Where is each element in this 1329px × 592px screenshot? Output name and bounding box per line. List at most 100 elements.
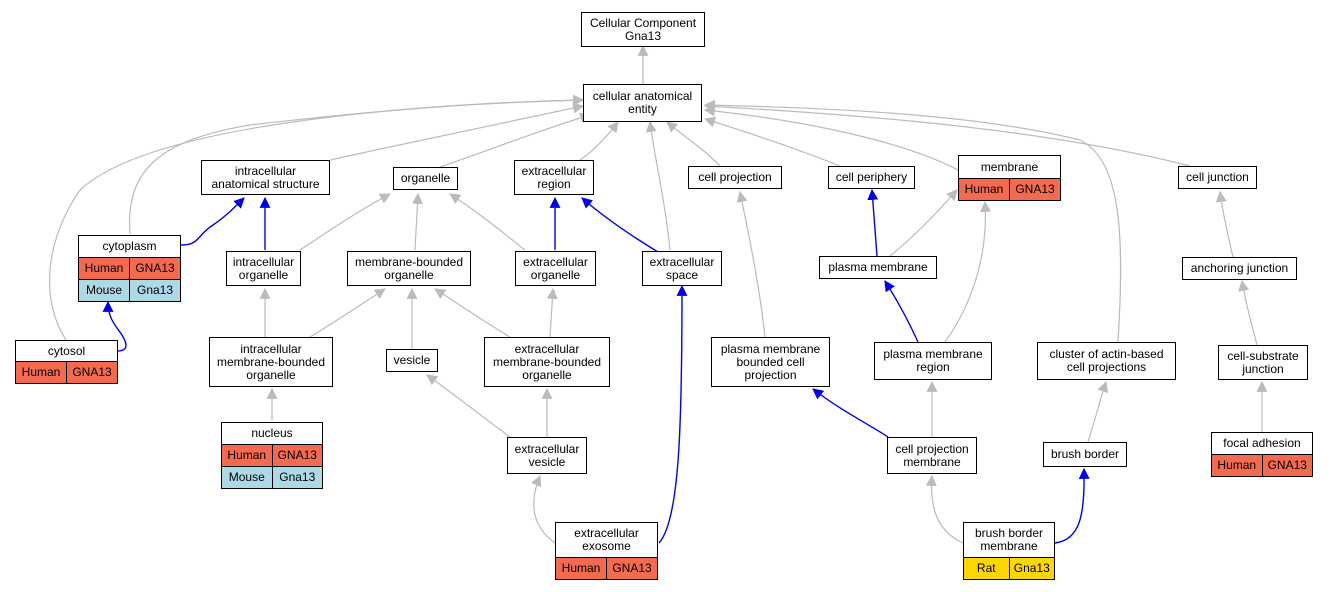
edge-anchor-celljunc (1215, 190, 1234, 258)
species-row: Human GNA13 (959, 178, 1060, 200)
node-label: brush border membrane (974, 526, 1044, 553)
edge-bbm-bb (1054, 467, 1090, 544)
node-label: extracellular exosome (574, 526, 639, 553)
node-extracellular-membrane-bounded-organelle[interactable]: extracellular membrane-bounded organelle (484, 337, 610, 387)
node-label: cytoplasm (102, 239, 157, 253)
node-extracellular-exosome[interactable]: extracellular exosome Human GNA13 (555, 522, 658, 580)
species-mouse: Mouse (79, 280, 129, 301)
edge-bbm-cpm (925, 474, 964, 544)
species-human: Human (222, 445, 272, 466)
node-label: extracellular vesicle (514, 441, 580, 469)
node-label: membrane (980, 159, 1039, 174)
node-intracellular-anatomical-structure[interactable]: intracellular anatomical structure (201, 160, 330, 195)
edge-ecr-cae (579, 121, 619, 161)
node-anchoring-junction[interactable]: anchoring junction (1182, 257, 1297, 280)
node-vesicle[interactable]: vesicle (386, 349, 438, 372)
edge-pmbcp-cellproj (736, 190, 766, 338)
species-row: Mouse Gna13 (222, 466, 322, 488)
node-membrane-bounded-organelle[interactable]: membrane-bounded organelle (347, 251, 471, 286)
edge-celljunc-cae (703, 101, 1191, 167)
node-cell-periphery[interactable]: cell periphery (828, 166, 915, 189)
species-row: Human GNA13 (16, 361, 117, 383)
edge-icorg-organelle (299, 193, 391, 251)
node-extracellular-region[interactable]: extracellular region (514, 160, 594, 195)
edge-exo-ecves (531, 474, 556, 544)
edge-ecorg-organelle (449, 193, 526, 251)
edge-pmr-pm (884, 280, 919, 343)
node-extracellular-vesicle[interactable]: extracellular vesicle (507, 437, 587, 474)
species-human: Human (556, 558, 606, 579)
species-row: Rat Gna13 (964, 557, 1054, 579)
node-brush-border-membrane[interactable]: brush border membrane Rat Gna13 (963, 522, 1055, 580)
node-plasma-membrane-bounded-cell-projection[interactable]: plasma membrane bounded cell projection (711, 337, 830, 387)
edge-bb-cabcp (1087, 380, 1109, 443)
gene-symbol: GNA13 (1261, 455, 1312, 476)
node-cytoplasm[interactable]: cytoplasm Human GNA13 Mouse Gna13 (78, 235, 181, 302)
edge-exo-ecspace (658, 284, 688, 544)
node-organelle[interactable]: organelle (393, 167, 458, 190)
node-label: cell projection (698, 170, 772, 184)
node-label: cell projection membrane (895, 441, 969, 469)
edge-ecves-vesicle (426, 374, 511, 438)
edge-pm-cellper (867, 188, 879, 257)
node-cell-substrate-junction[interactable]: cell-substrate junction (1218, 345, 1308, 380)
edge-pmr-membrane (944, 200, 992, 343)
node-cluster-of-actin-based-cell-projections[interactable]: cluster of actin-based cell projections (1037, 342, 1176, 380)
node-label: brush border (1050, 447, 1120, 461)
node-label: anchoring junction (1190, 261, 1289, 275)
edge-ecspace-cae (645, 120, 671, 251)
node-membrane[interactable]: membrane Human GNA13 (958, 155, 1061, 201)
node-label: intracellular membrane-bounded organelle (216, 341, 326, 382)
node-label: plasma membrane (828, 260, 928, 274)
node-cellular-component-root[interactable]: Cellular Component Gna13 (581, 12, 705, 47)
gene-symbol: Gna13 (271, 467, 322, 488)
node-focal-adhesion[interactable]: focal adhesion Human GNA13 (1211, 432, 1313, 477)
edge-cytoplasm-ias (180, 197, 245, 246)
node-plasma-membrane[interactable]: plasma membrane (819, 256, 937, 279)
edge-organelle-cae (439, 112, 592, 168)
node-intracellular-organelle[interactable]: intracellular organelle (226, 251, 301, 286)
species-human: Human (1212, 455, 1262, 476)
species-human: Human (959, 179, 1009, 200)
node-label: Cellular Component Gna13 (589, 15, 697, 43)
edge-cabcp-cae (703, 99, 1122, 343)
node-label: plasma membrane region (883, 347, 983, 374)
node-cellular-anatomical-entity[interactable]: cellular anatomical entity (583, 84, 702, 122)
node-label: extracellular organelle (523, 254, 588, 282)
node-label: plasma membrane bounded cell projection (720, 341, 821, 382)
node-label: extracellular space (649, 254, 715, 282)
edge-ias-cae (329, 102, 585, 161)
species-row: Human GNA13 (556, 557, 657, 579)
species-row: Mouse Gna13 (79, 279, 180, 301)
node-label: focal adhesion (1223, 436, 1301, 450)
node-brush-border[interactable]: brush border (1043, 442, 1127, 467)
node-label: vesicle (393, 353, 431, 367)
node-extracellular-space[interactable]: extracellular space (642, 251, 722, 286)
species-row: Human GNA13 (79, 257, 180, 279)
gene-symbol: Gna13 (1008, 558, 1054, 579)
node-cytosol[interactable]: cytosol Human GNA13 (15, 340, 118, 384)
node-label: cell-substrate junction (1227, 348, 1299, 376)
species-rat: Rat (964, 558, 1009, 579)
node-nucleus[interactable]: nucleus Human GNA13 Mouse Gna13 (221, 422, 323, 489)
node-cell-junction[interactable]: cell junction (1178, 166, 1257, 189)
edge-cellper-cae (703, 116, 841, 167)
edge-ecspace-ecr (581, 197, 659, 253)
node-label: extracellular region (521, 163, 587, 191)
node-plasma-membrane-region[interactable]: plasma membrane region (874, 342, 992, 380)
edge-cytosol-cae (49, 94, 585, 341)
edge-icmbo-mborg (309, 288, 386, 338)
node-extracellular-organelle[interactable]: extracellular organelle (515, 251, 596, 286)
node-cell-projection[interactable]: cell projection (688, 166, 782, 189)
node-cell-projection-membrane[interactable]: cell projection membrane (887, 437, 977, 474)
node-label: cell junction (1186, 170, 1249, 184)
node-label: cell periphery (835, 170, 908, 184)
node-label: cytosol (47, 343, 86, 358)
edge-ecmbo-ecorg (546, 287, 558, 338)
gene-symbol: GNA13 (271, 445, 322, 466)
edge-csj-anchor (1238, 279, 1258, 346)
gene-symbol: Gna13 (129, 280, 180, 301)
edge-cpm-pmbcp (812, 388, 889, 438)
node-intracellular-membrane-bounded-organelle[interactable]: intracellular membrane-bounded organelle (209, 337, 333, 387)
